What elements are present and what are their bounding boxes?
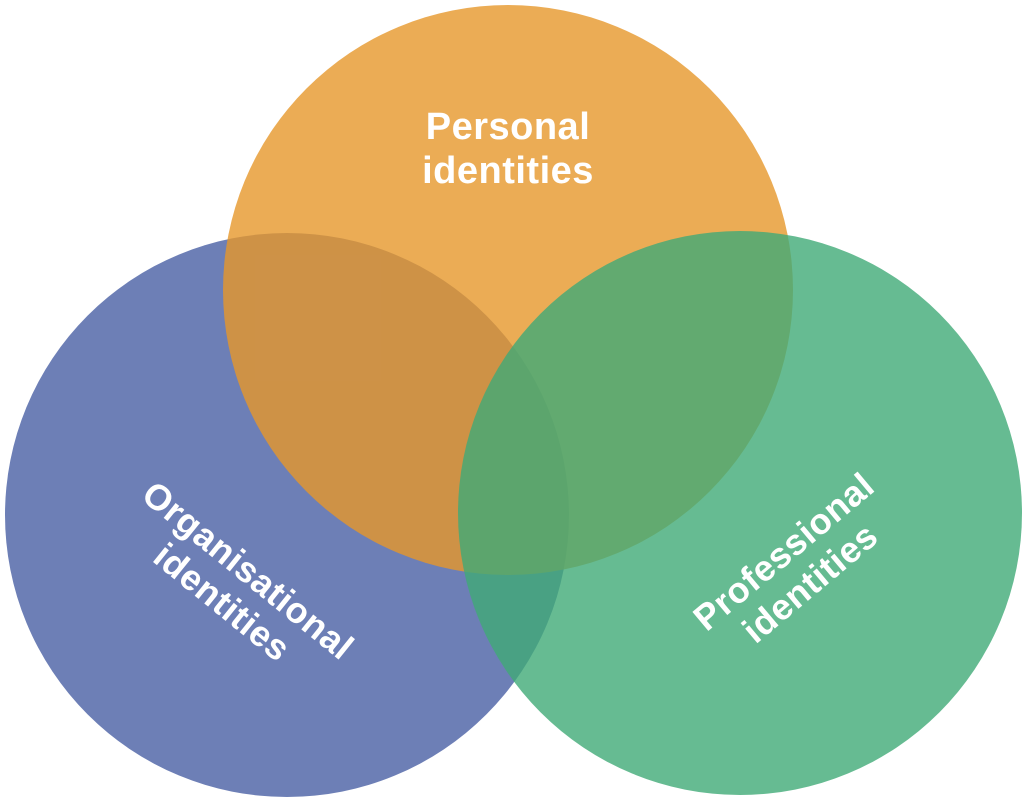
professional-identities-circle (458, 231, 1022, 795)
personal-identities-label: Personal identities (422, 106, 594, 192)
